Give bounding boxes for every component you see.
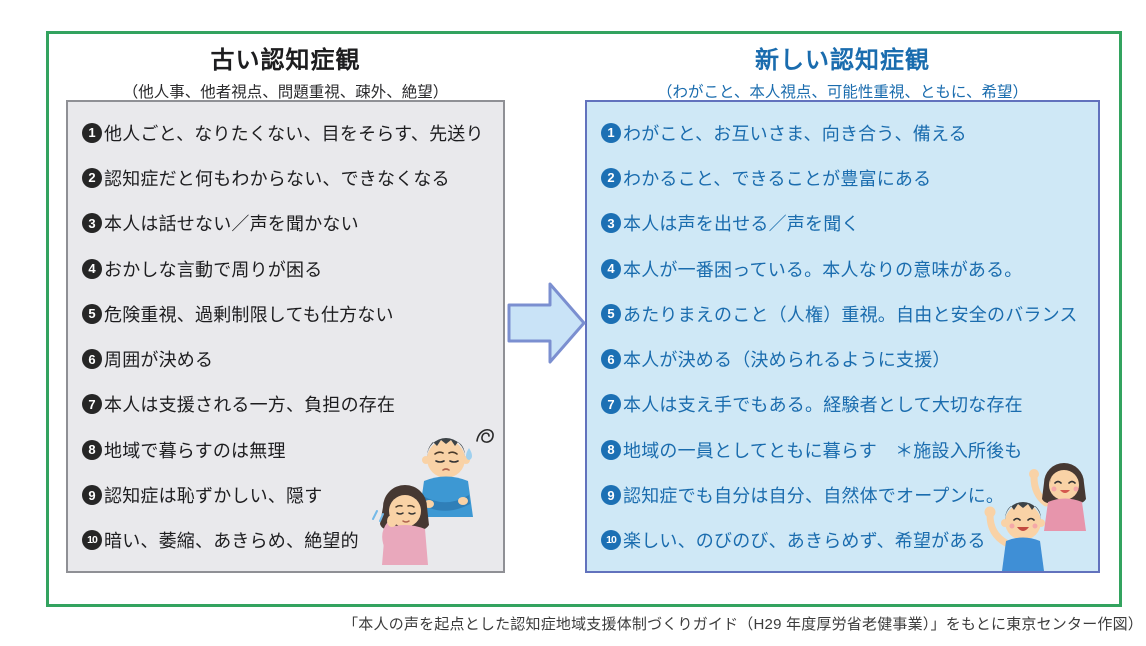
list-item: 6 本人が決める（決められるように支援） — [601, 346, 1086, 372]
item-number-badge: 5 — [82, 303, 102, 324]
item-text: 本人は支え手でもある。経験者として大切な存在 — [623, 395, 1023, 416]
item-number-badge: 4 — [82, 258, 102, 279]
list-item: 4 本人が一番困っている。本人なりの意味がある。 — [601, 256, 1086, 282]
list-item: 7 本人は支え手でもある。経験者として大切な存在 — [601, 391, 1086, 417]
item-number-badge: 3 — [82, 213, 102, 234]
list-item: 4 おかしな言動で周りが困る — [82, 256, 491, 282]
item-text: 地域の一員としてともに暮らす ＊施設入所後も — [623, 440, 1023, 461]
item-text: 地域で暮らすのは無理 — [104, 440, 286, 461]
item-number-badge: 6 — [601, 349, 621, 370]
item-number-badge: 7 — [601, 394, 621, 415]
list-item: 2 わかること、できることが豊富にある — [601, 165, 1086, 191]
item-text: 認知症は恥ずかしい、隠す — [104, 486, 323, 507]
item-text: 本人が決める（決められるように支援） — [623, 350, 951, 371]
old-view-subtitle: （他人事、他者視点、問題重視、疎外、絶望） — [122, 84, 449, 101]
list-item: 9 認知症でも自分は自分、自然体でオープンに。 — [601, 482, 1086, 508]
list-item: 8 地域で暮らすのは無理 — [82, 437, 491, 463]
item-number-badge: 2 — [82, 167, 102, 188]
item-text: あたりまえのこと（人権）重視。自由と安全のバランス — [623, 304, 1078, 325]
item-number-badge: 4 — [601, 258, 621, 279]
item-number-badge: 1 — [82, 122, 102, 143]
item-text: 本人は支援される一方、負担の存在 — [104, 395, 396, 416]
item-number-badge: 8 — [601, 439, 621, 460]
item-text: 周囲が決める — [104, 350, 214, 371]
item-text: わかること、できることが豊富にある — [623, 168, 932, 189]
list-item: 9 認知症は恥ずかしい、隠す — [82, 482, 491, 508]
list-item: 5 危険重視、過剰制限しても仕方ない — [82, 301, 491, 327]
old-view-header: 古い認知症観 （他人事、他者視点、問題重視、疎外、絶望） — [66, 40, 505, 102]
list-item: 6 周囲が決める — [82, 346, 491, 372]
item-text: 認知症だと何もわからない、できなくなる — [104, 168, 450, 189]
item-number-badge: 10 — [82, 530, 102, 551]
new-view-subtitle: （わがこと、本人視点、可能性重視、ともに、希望） — [657, 84, 1028, 101]
item-text: 本人が一番困っている。本人なりの意味がある。 — [623, 259, 1023, 280]
item-text: 本人は話せない／声を聞かない — [104, 214, 359, 235]
list-item: 2 認知症だと何もわからない、できなくなる — [82, 165, 491, 191]
item-number-badge: 10 — [601, 530, 621, 551]
new-view-title: 新しい認知症観 — [755, 47, 930, 74]
source-caption: 「本人の声を起点とした認知症地域支援体制づくりガイド（H29 年度厚労省老健事業… — [343, 616, 1143, 633]
right-arrow-icon — [506, 277, 588, 369]
old-view-panel: 1 他人ごと、なりたくない、目をそらす、先送り 2 認知症だと何もわからない、で… — [66, 100, 505, 573]
list-item: 8 地域の一員としてともに暮らす ＊施設入所後も — [601, 437, 1086, 463]
list-item: 3 本人は話せない／声を聞かない — [82, 210, 491, 236]
list-item: 3 本人は声を出せる／声を聞く — [601, 210, 1086, 236]
item-text: 危険重視、過剰制限しても仕方ない — [104, 304, 394, 325]
item-number-badge: 2 — [601, 167, 621, 188]
new-view-header: 新しい認知症観 （わがこと、本人視点、可能性重視、ともに、希望） — [585, 40, 1100, 102]
list-item: 1 他人ごと、なりたくない、目をそらす、先送り — [82, 120, 491, 146]
item-number-badge: 9 — [82, 485, 102, 506]
item-number-badge: 5 — [601, 303, 621, 324]
figure-frame: 古い認知症観 （他人事、他者視点、問題重視、疎外、絶望） 新しい認知症観 （わが… — [46, 31, 1122, 607]
item-text: 認知症でも自分は自分、自然体でオープンに。 — [623, 486, 1005, 507]
list-item: 5 あたりまえのこと（人権）重視。自由と安全のバランス — [601, 301, 1086, 327]
item-text: わがこと、お互いさま、向き合う、備える — [623, 123, 967, 144]
item-number-badge: 6 — [82, 349, 102, 370]
list-item: 10 暗い、萎縮、あきらめ、絶望的 — [82, 527, 491, 553]
new-view-panel: 1 わがこと、お互いさま、向き合う、備える 2 わかること、できることが豊富にあ… — [585, 100, 1100, 573]
item-number-badge: 1 — [601, 122, 621, 143]
worried-people-illustration — [372, 429, 494, 565]
list-item: 10 楽しい、のびのび、あきらめず、希望がある — [601, 527, 1086, 553]
item-number-badge: 7 — [82, 394, 102, 415]
item-text: 楽しい、のびのび、あきらめず、希望がある — [623, 531, 986, 552]
happy-waving-people-illustration — [984, 463, 1086, 571]
item-text: 暗い、萎縮、あきらめ、絶望的 — [104, 531, 359, 552]
list-item: 1 わがこと、お互いさま、向き合う、備える — [601, 120, 1086, 146]
item-text: おかしな言動で周りが困る — [104, 259, 323, 280]
item-number-badge: 3 — [601, 213, 621, 234]
item-number-badge: 9 — [601, 485, 621, 506]
item-number-badge: 8 — [82, 439, 102, 460]
old-view-title: 古い認知症観 — [210, 47, 361, 74]
list-item: 7 本人は支援される一方、負担の存在 — [82, 391, 491, 417]
item-text: 本人は声を出せる／声を聞く — [623, 214, 860, 235]
item-text: 他人ごと、なりたくない、目をそらす、先送り — [104, 123, 484, 144]
